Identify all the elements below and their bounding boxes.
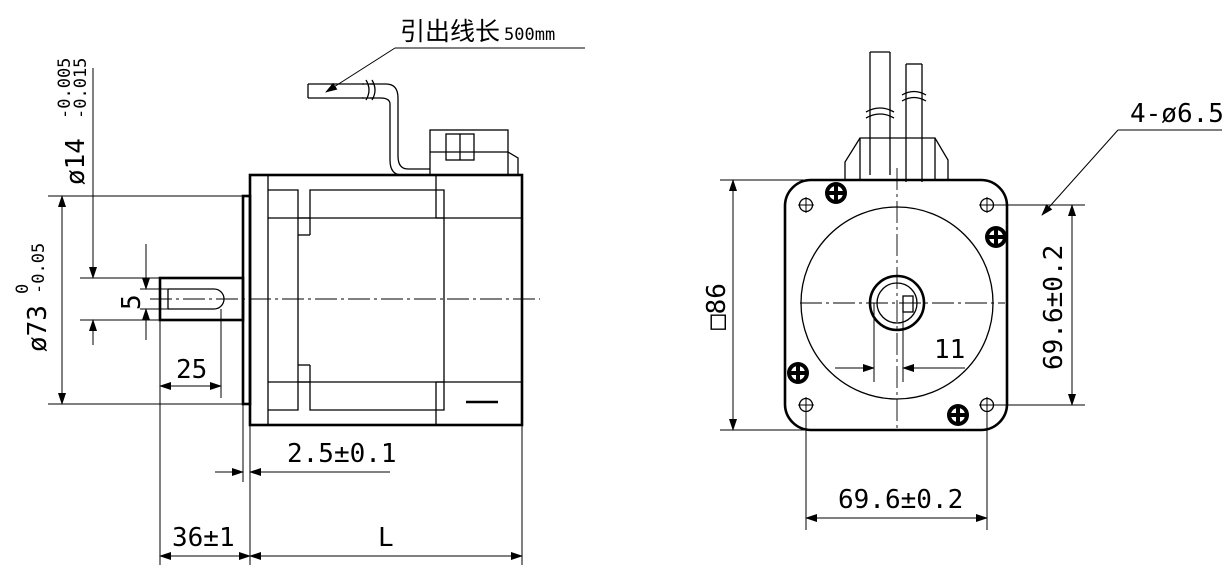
body-length: L [378,523,394,553]
side-view: 引出线长 500mm ø14 -0.005 -0.015 ø73 0 -0.05… [13,17,585,565]
flange-size: □86 [702,283,732,330]
front-view: 4-ø6.5 □86 69.6±0.2 11 69.6±0.2 [702,51,1224,530]
pilot-depth: 2.5±0.1 [287,439,397,469]
motor-body [248,173,524,427]
shaft-diameter: ø14 [61,138,91,185]
mount-holes [798,197,995,413]
key-length: 25 [176,355,207,385]
shaft-tol-lower: -0.015 [71,58,91,119]
pilot-tol-upper: 0 [13,284,33,294]
front-flange [783,178,1009,432]
lead-wire-label: 引出线长 [400,17,500,46]
shaft-length: 36±1 [172,523,235,553]
hole-spacing-horizontal: 69.6±0.2 [838,485,963,515]
shaft-tol-upper: -0.005 [55,58,75,119]
pilot-diameter: ø73 [23,305,53,352]
screw-heads [787,182,1007,426]
pilot-tol-lower: -0.05 [29,243,49,294]
cable-connector [307,79,519,176]
lead-wire-length: 500mm [504,25,555,45]
hole-spacing-vertical: 69.6±0.2 [1039,245,1069,370]
shaft-flat: 11 [934,335,965,365]
key-width: 5 [117,294,147,310]
front-connector [844,51,949,182]
mount-holes-label: 4-ø6.5 [1130,99,1224,129]
